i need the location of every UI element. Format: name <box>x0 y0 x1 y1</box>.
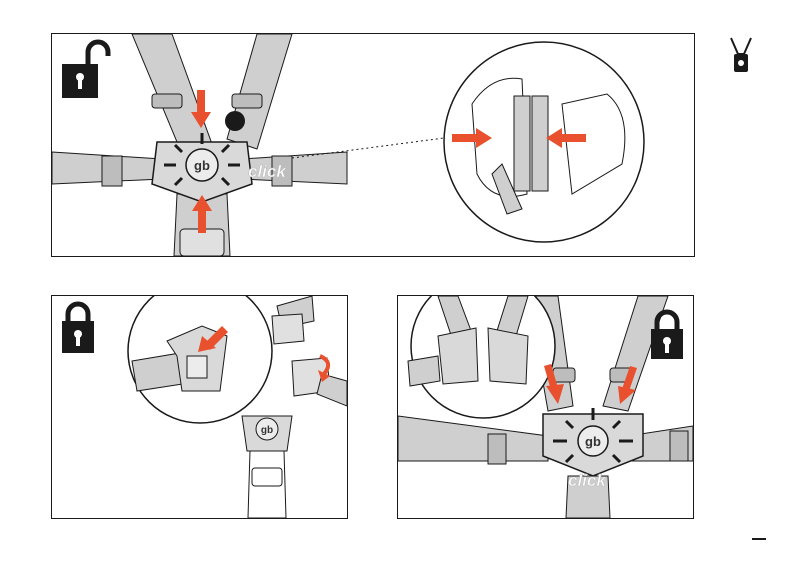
step-marker <box>225 111 245 131</box>
crotch-pad <box>180 229 224 256</box>
strap-adjuster <box>152 94 182 108</box>
buckle: gb <box>543 408 643 476</box>
zoom-detail-circle <box>128 296 272 423</box>
lock-result-panel: gb click <box>397 295 694 519</box>
padlock-closed-icon <box>651 312 683 359</box>
harness-clip-icon <box>728 36 754 81</box>
unlock-instruction-panel: gb click <box>51 33 695 257</box>
lock-step-detail-panel: gb <box>51 295 348 519</box>
buckle: gb <box>242 416 292 451</box>
buckle-tongue <box>272 296 314 344</box>
strap-adjuster <box>232 94 262 108</box>
buckle: gb <box>152 133 252 202</box>
strap-adjuster <box>553 368 575 382</box>
zoom-detail-circle <box>444 42 644 242</box>
brand-logo: gb <box>261 425 273 436</box>
brand-logo: gb <box>194 158 210 173</box>
click-sound-label: click <box>568 471 607 490</box>
page-marker <box>752 538 766 540</box>
click-sound-label: click <box>248 162 287 181</box>
padlock-closed-icon <box>62 304 94 353</box>
crotch-pad <box>252 468 282 486</box>
zoom-detail-circle <box>408 296 555 418</box>
padlock-open-icon <box>62 42 108 98</box>
buckle-tongue <box>292 358 347 406</box>
brand-logo: gb <box>585 434 601 449</box>
